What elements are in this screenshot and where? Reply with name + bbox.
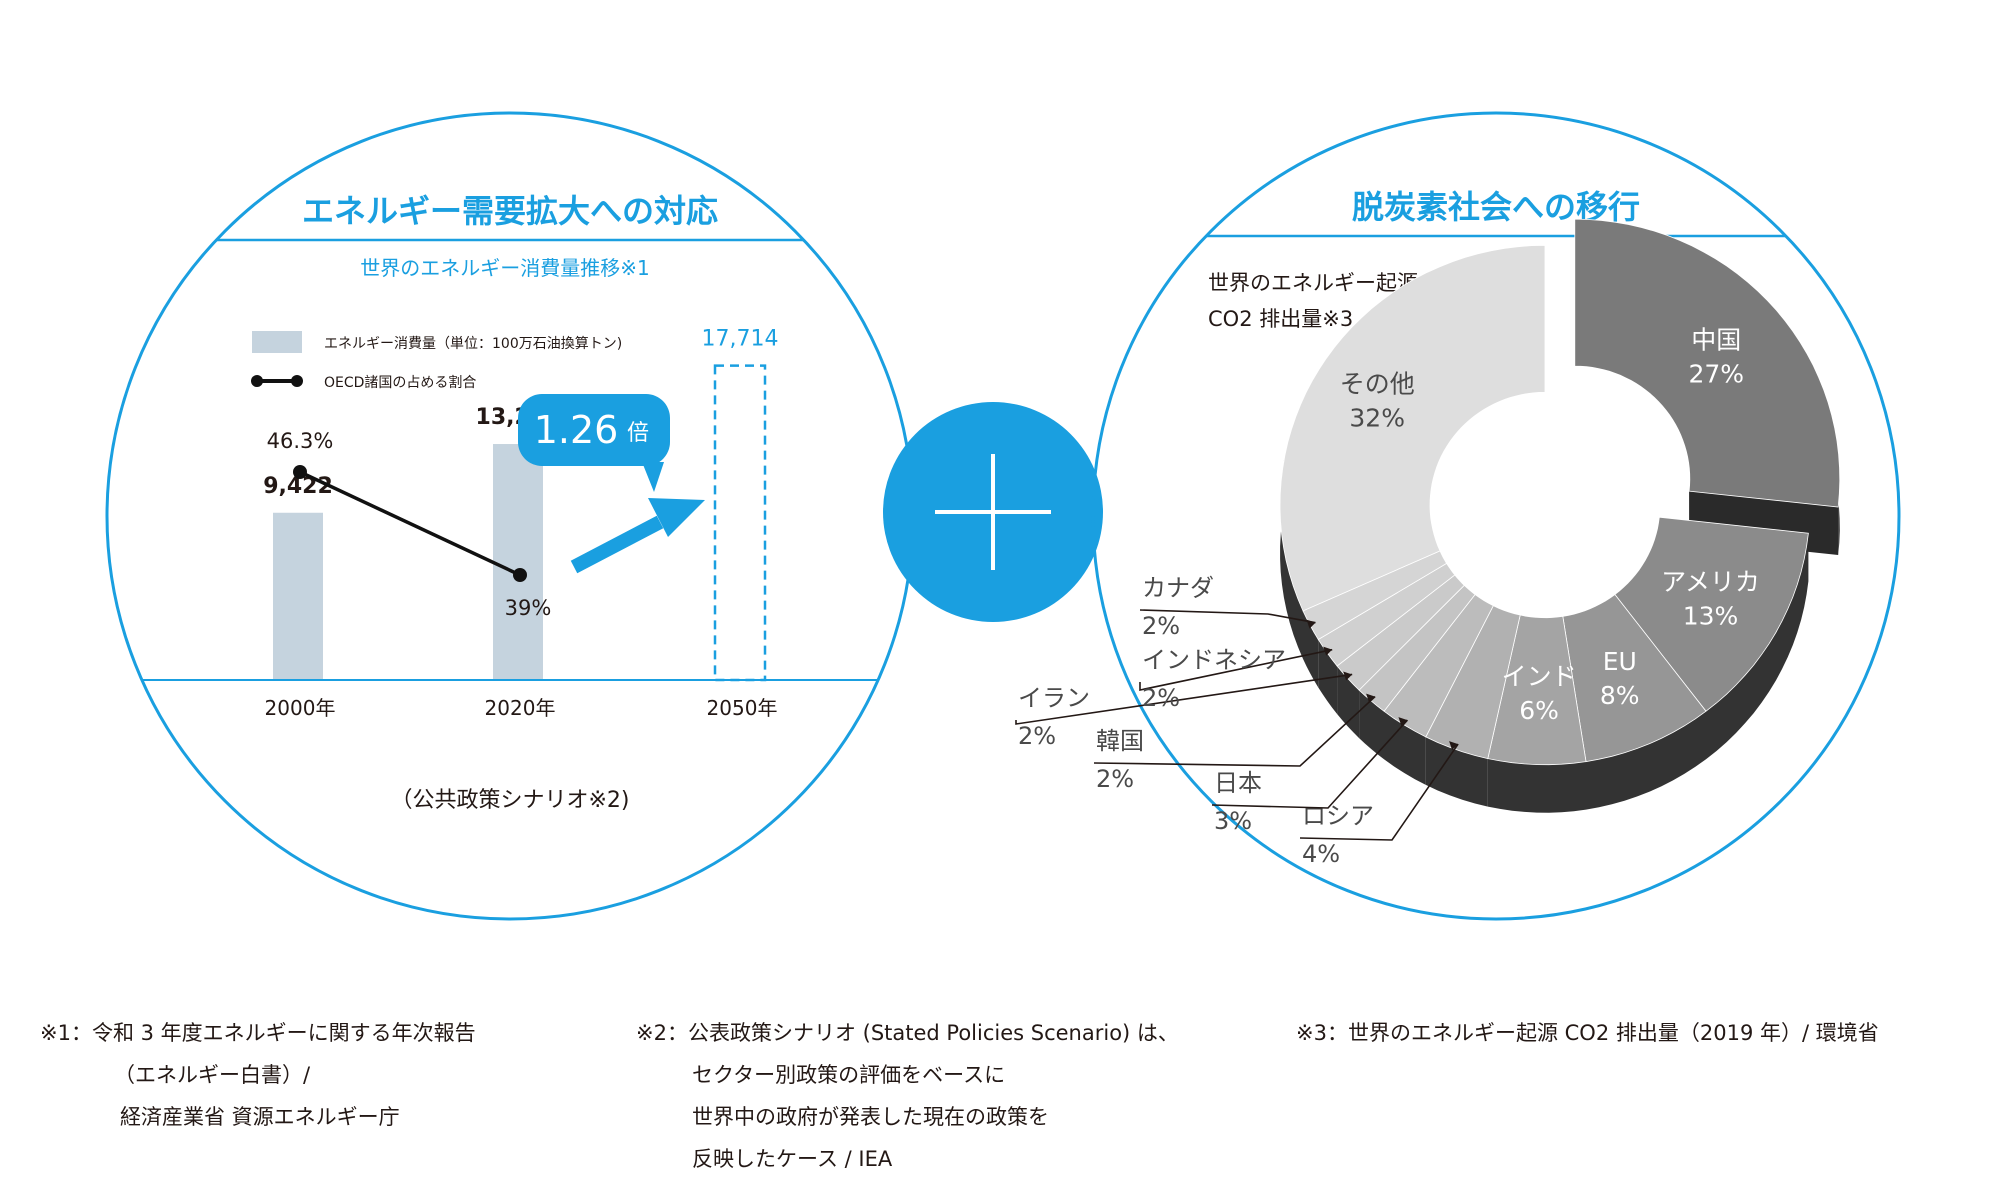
- donut-side-日本: [1384, 711, 1426, 785]
- legend-bar-swatch: [252, 331, 302, 353]
- callout-leader-line: [1139, 609, 1316, 624]
- scenario-note: （公共政策シナリオ※2): [390, 788, 629, 813]
- callout-arrowhead: [1449, 741, 1459, 751]
- callout-arrowhead: [1398, 717, 1408, 727]
- x-axis-tick-labels: 2000年 2020年 2050年: [265, 696, 778, 720]
- donut-slice-pct: 6%: [1519, 696, 1559, 725]
- legend-line-label: OECD諸国の占める割合: [324, 374, 476, 391]
- callout-pct: 2%: [1018, 722, 1056, 750]
- callout-arrowhead: [1306, 619, 1316, 629]
- callout-arrowhead: [1343, 671, 1353, 681]
- co2-donut-labels: 中国 27% アメリカ 13% EU 8% インド 6% その他 32% ロシア 4% 日本 3% 韓国 2%…: [1015, 326, 1760, 868]
- callout-leader-line: [1093, 696, 1376, 767]
- donut-slice-pct: 13%: [1683, 601, 1739, 630]
- plus-icon: [935, 454, 1051, 570]
- callout-pct: 2%: [1096, 765, 1134, 793]
- legend-bar-label: エネルギー消費量（単位：100万石油換算トン): [324, 336, 622, 352]
- donut-slice-その他: [1279, 244, 1546, 612]
- footnote-2: ※2：公表政策シナリオ (Stated Policies Scenario) は…: [636, 1012, 1179, 1180]
- footnote-1: ※1：令和 3 年度エネルギーに関する年次報告 （エネルギー白書）/ 経済産業省…: [40, 1012, 476, 1138]
- co2-chart-title-line1: 世界のエネルギー起源: [1208, 271, 1418, 295]
- footnote-1-line: 経済産業省 資源エネルギー庁: [120, 1105, 400, 1129]
- multiplier-value: 1.26: [534, 408, 619, 452]
- oecd-share-line-series: 46.3% 39%: [267, 429, 552, 620]
- bar-value-label: 17,714: [702, 327, 779, 352]
- multiplier-unit: 倍: [627, 421, 649, 446]
- footnote-1-line: ※1：令和 3 年度エネルギーに関する年次報告: [40, 1021, 476, 1045]
- callout-label: 日本: [1214, 769, 1262, 797]
- donut-side-その他: [1280, 459, 1303, 659]
- co2-chart-title-line2: CO2 排出量※3: [1208, 307, 1353, 331]
- growth-arrow-shaft: [570, 515, 664, 574]
- footnote-2-line: ※2：公表政策シナリオ (Stated Policies Scenario) は…: [636, 1021, 1179, 1045]
- callout-label: インドネシア: [1142, 646, 1286, 674]
- legend-line-dot-right: [291, 375, 303, 387]
- x-tick-label: 2000年: [265, 696, 336, 720]
- donut-side-インド: [1487, 758, 1586, 813]
- oecd-share-point: [293, 465, 307, 479]
- callout-label: イラン: [1018, 684, 1090, 712]
- oecd-share-label: 46.3%: [267, 429, 334, 453]
- callout-label: ロシア: [1302, 802, 1374, 830]
- x-tick-label: 2020年: [485, 696, 556, 720]
- footnote-2-line: 反映したケース / IEA: [692, 1147, 893, 1171]
- donut-side-アメリカ: [1706, 533, 1809, 760]
- plus-connector: [883, 402, 1103, 622]
- donut-slice-label: インド: [1502, 662, 1577, 691]
- growth-arrow-head: [648, 498, 705, 537]
- left-chart-subtitle: 世界のエネルギー消費量推移※1: [360, 256, 649, 280]
- callout-leader-line: [1139, 648, 1333, 691]
- callout-label: カナダ: [1142, 574, 1214, 602]
- donut-slice-label: アメリカ: [1661, 567, 1760, 596]
- donut-slice-pct: 32%: [1349, 403, 1405, 432]
- callout-arrowhead: [1366, 693, 1376, 703]
- donut-side-EU: [1586, 711, 1706, 810]
- donut-side-インドネシア: [1318, 639, 1338, 714]
- donut-slice-label: EU: [1603, 647, 1637, 676]
- oecd-share-label: 39%: [505, 596, 552, 620]
- bar-2020年: [493, 444, 543, 680]
- oecd-share-line: [299, 470, 521, 577]
- callout-arrowhead: [1323, 646, 1333, 656]
- legend-line-dot-left: [251, 375, 263, 387]
- callout-leader-line: [1015, 673, 1353, 725]
- co2-donut-chart: [1279, 218, 1841, 813]
- donut-side-カナダ: [1303, 610, 1319, 688]
- donut-slice-label: 中国: [1691, 326, 1741, 355]
- callout-pct: 3%: [1214, 807, 1252, 835]
- donut-slice-label: その他: [1340, 369, 1415, 398]
- footnote-3-line: ※3：世界のエネルギー起源 CO2 排出量（2019 年）/ 環境省: [1296, 1021, 1879, 1045]
- footnote-1-line: （エネルギー白書）/: [114, 1063, 311, 1087]
- bar-2000年: [273, 512, 323, 680]
- donut-slice-pct: 27%: [1688, 360, 1744, 389]
- multiplier-bubble: 1.26 倍: [518, 394, 670, 492]
- bar-2050年: [713, 364, 767, 682]
- oecd-share-point: [513, 568, 527, 582]
- left-panel-title: エネルギー需要拡大への対応: [302, 192, 718, 230]
- right-panel-circle: [1091, 111, 1901, 921]
- right-panel: 脱炭素社会への移行 世界のエネルギー起源 CO2 排出量※3 中国27%アメリカ…: [1015, 111, 1901, 921]
- x-tick-label: 2050年: [707, 696, 778, 720]
- callout-pct: 4%: [1302, 840, 1340, 868]
- left-panel: エネルギー需要拡大への対応 世界のエネルギー消費量推移※1 エネルギー消費量（単…: [105, 111, 915, 921]
- footnote-3: ※3：世界のエネルギー起源 CO2 排出量（2019 年）/ 環境省: [1296, 1012, 1879, 1054]
- donut-side-イラン: [1337, 666, 1360, 739]
- multiplier-bubble-tail: [642, 462, 664, 492]
- footnote-2-line: セクター別政策の評価をベースに: [692, 1063, 1006, 1087]
- callout-leader-line: [1299, 743, 1459, 841]
- callout-label: 韓国: [1096, 727, 1144, 755]
- donut-slice-中国: [1574, 218, 1841, 508]
- callout-pct: 2%: [1142, 684, 1180, 712]
- donut-side-韓国: [1359, 690, 1384, 760]
- growth-arrow: [570, 498, 705, 574]
- footnote-2-line: 世界中の政府が発表した現在の政策を: [692, 1105, 1049, 1129]
- donut-side-ロシア: [1425, 736, 1488, 807]
- donut-slice-pct: 8%: [1600, 681, 1640, 710]
- multiplier-bubble-body: [518, 394, 670, 466]
- callout-pct: 2%: [1142, 612, 1180, 640]
- callout-leader-line: [1211, 719, 1409, 809]
